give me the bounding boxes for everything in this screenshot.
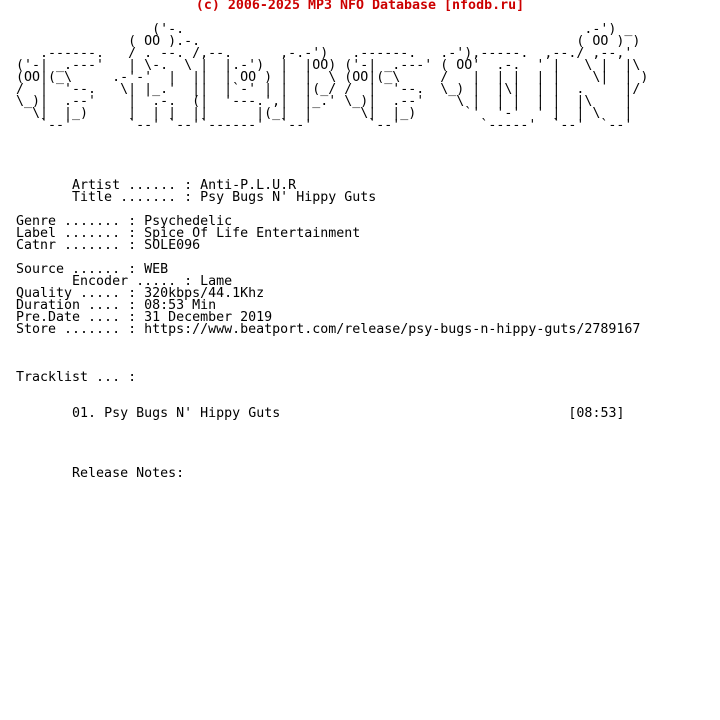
- store-line[interactable]: Store ....... : https://www.beatport.com…: [16, 322, 641, 337]
- label-line: Label ....... : Spice Of Life Entertainm…: [16, 226, 361, 241]
- genre-line: Genre ....... : Psychedelic: [16, 214, 233, 229]
- nfo-body: Artist ...... : Anti-P.L.U.R Title .....…: [16, 168, 716, 480]
- track-number: 01.: [72, 406, 97, 421]
- predate-line: Pre.Date .... : 31 December 2019: [16, 310, 273, 325]
- ascii-logo: ('-. .-') _ ( OO ).-. ( OO ) ) .------. …: [16, 22, 649, 133]
- release-notes-heading: Release Notes:: [16, 466, 185, 481]
- quality-line: Quality ..... : 320kbps/44.1Khz: [16, 286, 265, 301]
- tracklist-heading: Tracklist ... :: [16, 370, 137, 385]
- source-line: Source ...... : WEB: [16, 262, 169, 277]
- catnr-line: Catnr ....... : SOLE096: [16, 238, 201, 253]
- track-length: [08:53]: [568, 406, 625, 421]
- encoder-line: Encoder ..... : Lame: [16, 274, 233, 289]
- track-title: Psy Bugs N' Hippy Guts: [104, 406, 281, 421]
- artist-line: Artist ...... : Anti-P.L.U.R: [16, 178, 297, 193]
- copyright-header: (c) 2006-2025 MP3 NFO Database [nfodb.ru…: [195, 0, 525, 13]
- duration-line: Duration .... : 08:53 Min: [16, 298, 217, 313]
- title-line: Title ....... : Psy Bugs N' Hippy Guts: [16, 190, 377, 205]
- track-row: 01. Psy Bugs N' Hippy Guts [08:53]: [16, 406, 624, 421]
